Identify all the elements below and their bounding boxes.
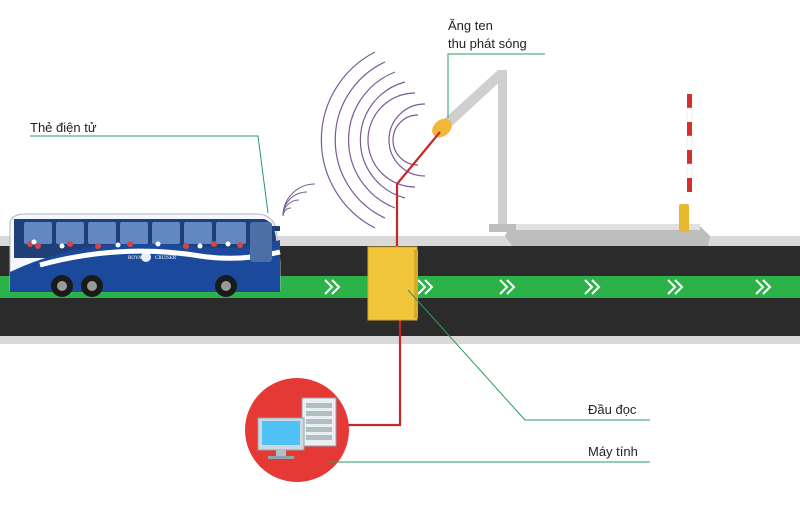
lane-chevron <box>331 279 341 295</box>
toll-island <box>505 226 710 246</box>
lane-chevrons <box>324 279 772 295</box>
radio-waves-icon <box>320 51 426 229</box>
signal-cables <box>345 131 441 427</box>
lane-chevron <box>674 279 684 295</box>
bus-icon: ROYAL CRUISER <box>9 213 281 297</box>
lane-chevron <box>762 279 772 295</box>
antenna-callout-line <box>447 53 545 118</box>
lane-chevron <box>499 279 509 295</box>
bus-brand-bottom: CRUISER <box>155 256 177 261</box>
signal-waves-icon <box>282 183 316 217</box>
antenna-label-line1: Ăng ten <box>448 18 493 33</box>
lane-chevron <box>506 279 516 295</box>
card-label: Thẻ điện tử <box>30 120 97 135</box>
bus-brand-top: ROYAL <box>128 256 145 261</box>
lane-chevron <box>584 279 594 295</box>
lane-chevron <box>755 279 765 295</box>
antenna-icon <box>432 118 452 138</box>
antenna-label-line2: thu phát sóng <box>448 36 527 51</box>
callout-lines <box>30 53 650 463</box>
toll-island-top <box>510 224 700 230</box>
reader-box-icon <box>367 246 418 321</box>
reader-label: Đầu đọc <box>588 402 637 417</box>
barrier-gate-icon <box>679 94 693 232</box>
lane-chevron <box>667 279 677 295</box>
bus-wheels <box>51 275 237 297</box>
antenna-gantry <box>432 70 516 232</box>
computer-label: Máy tính <box>588 444 638 459</box>
lane-chevron <box>324 279 334 295</box>
lane-chevron <box>591 279 601 295</box>
card-callout-line <box>30 135 269 214</box>
computer-cable <box>345 320 402 427</box>
road-top-edge <box>0 236 800 246</box>
computer-icon <box>245 378 349 482</box>
reader-callout-line <box>407 289 650 421</box>
lane-chevron <box>417 279 427 295</box>
antenna-cable <box>395 131 441 247</box>
lane-chevron <box>424 279 434 295</box>
